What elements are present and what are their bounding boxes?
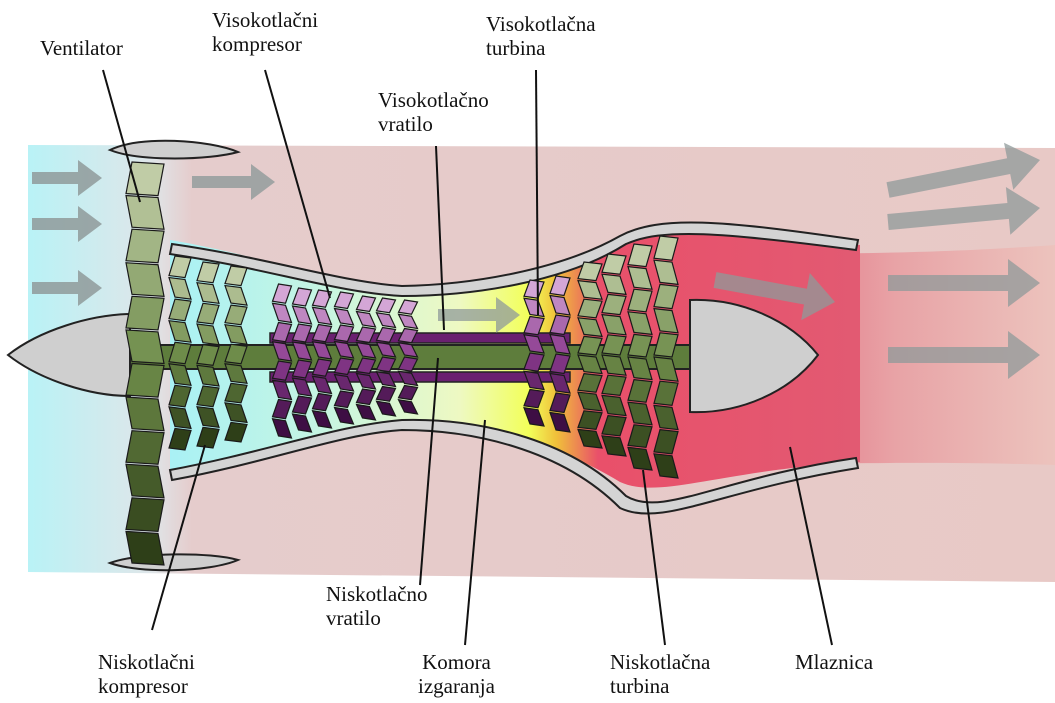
fan-blade-column-seg [126, 431, 164, 465]
label-hp-shaft-line2: vratilo [378, 112, 489, 136]
fan-blade-column-seg [126, 364, 164, 398]
fan-blade-column-seg [126, 498, 164, 532]
label-hp-shaft-line1: Visokotlačno [378, 88, 489, 112]
label-nozzle: Mlaznica [795, 650, 873, 674]
label-combustor-line2: izgaranja [418, 674, 495, 698]
label-fan-line1: Ventilator [40, 36, 123, 60]
label-hp-compressor-line1: Visokotlačni [212, 8, 318, 32]
fan-blade-column-seg [126, 397, 164, 431]
label-lp-compressor-line2: kompresor [98, 674, 195, 698]
label-nozzle-line1: Mlaznica [795, 650, 873, 674]
label-lp-turbine: Niskotlačna turbina [610, 650, 710, 698]
fan-blade-column-seg [126, 162, 164, 196]
label-combustor-line1: Komora [418, 650, 495, 674]
label-lp-compressor: Niskotlačni kompresor [98, 650, 195, 698]
fan-blade-column-seg [126, 531, 164, 565]
fan-blade-column-seg [126, 263, 164, 297]
label-lp-shaft: Niskotlačno vratilo [326, 582, 427, 630]
label-combustor: Komora izgaranja [418, 650, 495, 698]
label-lp-shaft-line1: Niskotlačno [326, 582, 427, 606]
label-hp-compressor-line2: kompresor [212, 32, 318, 56]
fan-blade-column-seg [126, 296, 164, 330]
fan-blade-column-seg [126, 330, 164, 364]
fan-blade-column-seg [126, 196, 164, 230]
label-lp-compressor-line1: Niskotlačni [98, 650, 195, 674]
label-hp-compressor: Visokotlačni kompresor [212, 8, 318, 56]
label-lp-turbine-line1: Niskotlačna [610, 650, 710, 674]
fan-blade-column-seg [126, 229, 164, 263]
label-hp-turbine: Visokotlačna turbina [486, 12, 596, 60]
label-hp-turbine-line2: turbina [486, 36, 596, 60]
label-lp-shaft-line2: vratilo [326, 606, 427, 630]
label-fan: Ventilator [40, 36, 123, 60]
fan-blade-column-seg [126, 464, 164, 498]
label-lp-turbine-line2: turbina [610, 674, 710, 698]
nacelle-top [110, 141, 238, 159]
label-hp-turbine-line1: Visokotlačna [486, 12, 596, 36]
label-hp-shaft: Visokotlačno vratilo [378, 88, 489, 136]
spinner-cone [8, 314, 130, 396]
